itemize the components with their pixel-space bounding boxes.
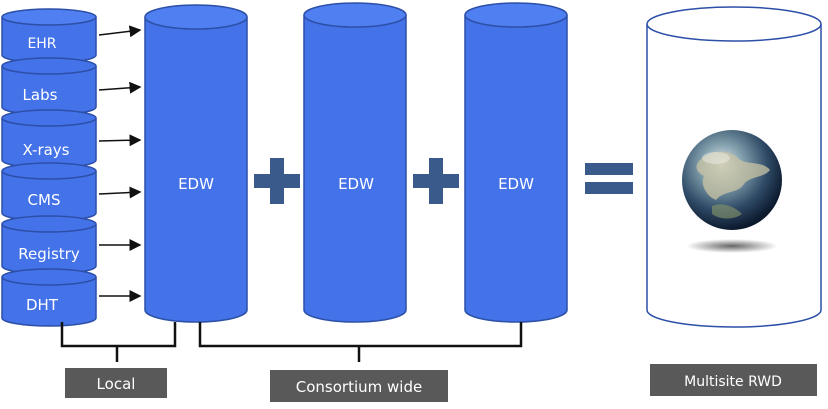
globe-icon <box>682 130 782 253</box>
arrow <box>98 81 142 94</box>
label-local-text: Local <box>97 375 136 393</box>
edw-consortium-1: EDW <box>303 2 407 323</box>
arrow <box>98 134 142 147</box>
edw-local: EDW <box>144 4 248 323</box>
arrow <box>98 25 142 38</box>
label-consortium: Consortium wide <box>270 370 448 402</box>
brace-local <box>60 322 177 362</box>
equals-operator <box>585 163 633 194</box>
label-local: Local <box>65 368 167 398</box>
source-label: Registry <box>18 245 80 263</box>
label-consortium-text: Consortium wide <box>296 378 422 396</box>
source-label: DHT <box>26 296 59 314</box>
edw-label: EDW <box>338 175 374 193</box>
edw-label: EDW <box>498 175 534 193</box>
label-multisite-text: Multisite RWD <box>684 374 782 390</box>
source-label: Labs <box>23 86 58 104</box>
arrow <box>98 186 142 199</box>
source-registry: Registry <box>1 215 97 275</box>
brace-consortium <box>198 322 523 362</box>
plus-operator-1: + <box>254 158 300 204</box>
source-arrows <box>98 25 142 302</box>
source-dht: DHT <box>1 268 97 327</box>
source-ehr: EHR <box>1 8 97 64</box>
source-label: CMS <box>28 191 61 209</box>
source-label: X-rays <box>23 141 70 159</box>
edw-label: EDW <box>178 175 214 193</box>
source-labs: Labs <box>1 57 97 116</box>
source-cms: CMS <box>1 162 97 222</box>
source-stack: EHR Labs X-rays CMS Registry <box>1 8 97 327</box>
source-label: EHR <box>27 36 56 52</box>
source-x-rays: X-rays <box>1 109 97 169</box>
label-multisite: Multisite RWD <box>650 364 817 396</box>
plus-operator-2 <box>413 158 459 204</box>
edw-consortium-2: EDW <box>464 2 568 323</box>
